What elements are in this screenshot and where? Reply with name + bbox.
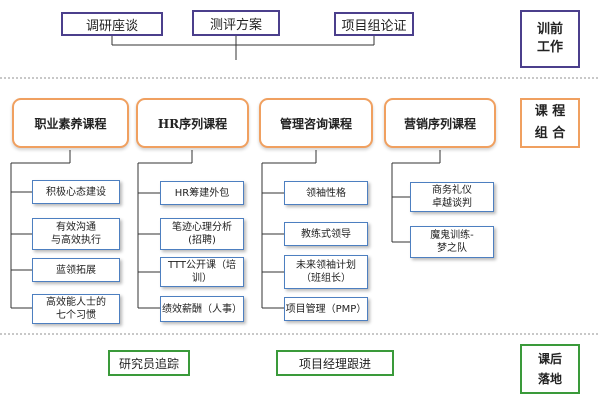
top-box-project-review: 项目组论证 [334,12,414,36]
course-item: 高效能人士的 七个习惯 [32,294,120,324]
followup-box-researcher-tracking: 研究员追踪 [108,350,190,376]
course-header-marketing-series: 营销序列课程 [384,98,496,148]
section-label-post-training: 课后 落地 [520,344,580,394]
course-item: 绩效薪酬（人事） [160,296,244,322]
course-header-management-consulting: 管理咨询课程 [259,98,373,148]
course-item: TTT公开课（培 训） [160,257,244,287]
course-item: 笔迹心理分析 (招聘) [160,218,244,250]
top-box-research-meeting: 调研座谈 [61,12,163,36]
section-label-pre-training: 训前 工作 [520,10,580,68]
course-item: 魔鬼训练- 梦之队 [410,226,494,258]
followup-box-pm-followup: 项目经理跟进 [276,350,394,376]
top-box-assessment-plan: 测评方案 [192,10,280,36]
course-item: 未来领袖计划 （班组长） [284,255,368,289]
section-label-course-combination: 课 程 组 合 [520,98,580,148]
course-item: 商务礼仪 卓越谈判 [410,182,494,212]
course-item: 积极心态建设 [32,180,120,204]
course-item: 项目管理（PMP） [284,297,368,321]
course-item: 有效沟通 与高效执行 [32,218,120,250]
course-item: HR筹建外包 [160,181,244,205]
course-item: 教练式领导 [284,222,368,246]
course-header-professional-quality: 职业素养课程 [12,98,129,148]
course-item: 蓝领拓展 [32,258,120,282]
course-item: 领袖性格 [284,181,368,205]
course-header-hr-series: HR序列课程 [136,98,249,148]
